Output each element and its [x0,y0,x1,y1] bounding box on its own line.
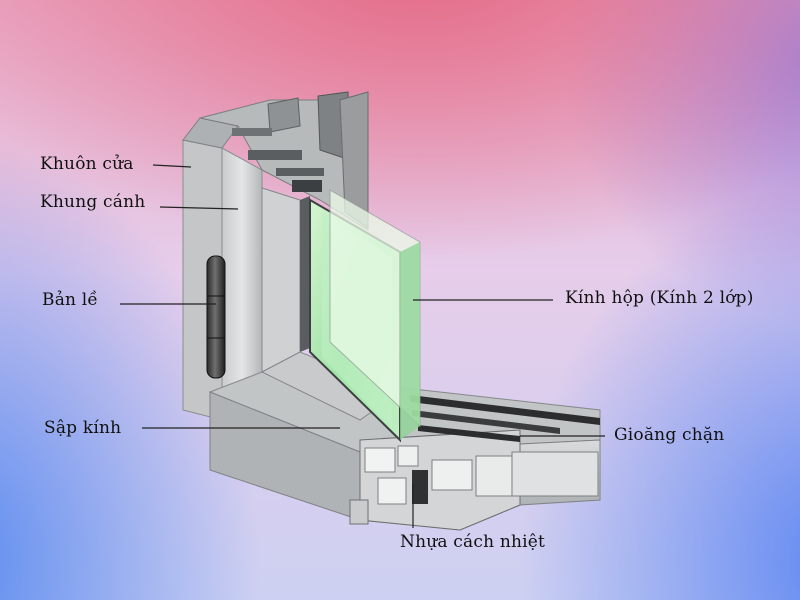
label-sap-kinh: Sập kính [44,418,122,438]
leader-lines [120,164,605,528]
label-khung-canh: Khung cánh [40,192,146,212]
double-glazing [309,189,421,443]
label-nhua-cach-nhiet: Nhựa cách nhiệt [400,532,546,552]
leader-khung-canh [159,206,239,210]
hinge [206,255,226,379]
label-gioang-chan: Gioăng chặn [614,425,725,445]
label-ban-le: Bản lề [42,290,99,310]
leader-khuon-cua [152,164,192,168]
label-khuon-cua: Khuôn cửa [40,154,134,174]
label-kinh-hop: Kính hộp (Kính 2 lớp) [565,288,754,308]
